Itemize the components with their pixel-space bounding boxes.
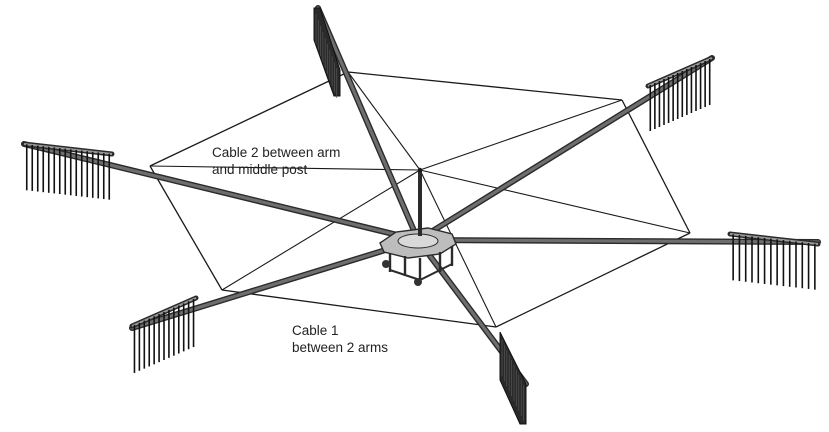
arm-northeast [416, 56, 714, 242]
cable-2-segment [149, 165, 421, 171]
cable-2-label-line-1: Cable 2 between arm [212, 145, 341, 160]
cable-1-label: Cable 1 between 2 arms [292, 322, 388, 356]
hub-wheel [414, 278, 422, 286]
rack-west-bar-face [23, 143, 113, 155]
central-hub [379, 227, 457, 286]
cable-1-segment [221, 289, 497, 328]
rack-south [499, 331, 527, 425]
cable-1-segment [347, 71, 623, 101]
cable-2-post-stays [149, 71, 691, 328]
middle-post [417, 167, 423, 236]
rack-northeast [645, 55, 715, 131]
cable-2-segment [347, 71, 421, 171]
rack-north [313, 7, 341, 98]
rack-east-bar-face [729, 233, 819, 245]
rack-east [727, 231, 821, 290]
cable-1-segment [495, 232, 691, 328]
rack-northeast-bar-face [647, 57, 713, 87]
cable-1-segment [149, 165, 223, 291]
cable-1-segment [149, 71, 349, 167]
middle-post-top [417, 167, 423, 173]
cable-2-label: Cable 2 between arm and middle post [212, 144, 340, 178]
cable-1-segment [621, 99, 691, 234]
cable-1-label-line-1: Cable 1 [292, 323, 339, 338]
hub-disc [397, 233, 439, 249]
arm-north [316, 6, 420, 242]
cable-2-label-line-2: and middle post [212, 162, 308, 177]
cable-1-label-line-2: between 2 arms [292, 340, 389, 355]
cable-1-outer-ring [149, 71, 691, 328]
arm-west [22, 142, 420, 242]
rack-south-panel [499, 331, 527, 425]
cable-2-segment [419, 99, 623, 171]
cable-2-segment [221, 169, 421, 291]
arm-southwest [130, 238, 420, 330]
arms [21, 5, 821, 387]
antenna-racks [21, 7, 821, 425]
cable-2-segment [419, 169, 497, 328]
rack-southwest [129, 295, 199, 373]
hub-wheel [382, 260, 390, 268]
rack-west [21, 141, 115, 200]
cable-2-segment [419, 169, 691, 234]
